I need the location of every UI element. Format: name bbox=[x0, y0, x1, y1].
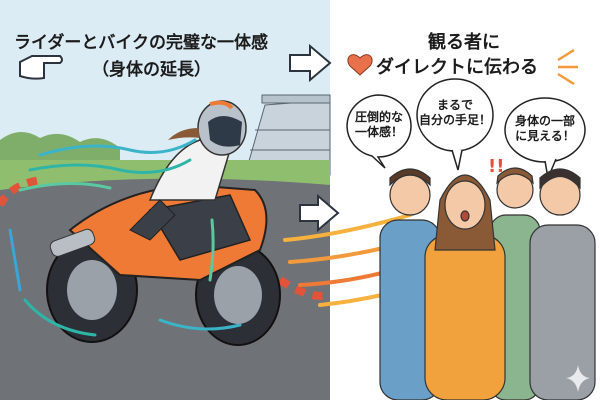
curb-right bbox=[277, 276, 331, 300]
bubble-2-line1: まるで bbox=[436, 98, 473, 112]
person-2 bbox=[424, 234, 506, 400]
exhaust bbox=[49, 228, 96, 257]
speech-bubble-1 bbox=[346, 94, 412, 169]
curb bbox=[0, 176, 41, 207]
bubble-3-line1: 身体の一部 bbox=[514, 114, 575, 128]
emanating-arrows-icon bbox=[557, 48, 578, 86]
bubble-text-2: まるで 自分の手足！ bbox=[415, 98, 495, 128]
bubble-1-line2: 一体感！ bbox=[354, 125, 403, 139]
bubble-3-line2: に見える！ bbox=[515, 129, 575, 143]
arrow-right-icon bbox=[289, 43, 332, 83]
bubble-2-line2: 自分の手足！ bbox=[418, 113, 491, 127]
arrow-right-icon-2 bbox=[299, 193, 340, 233]
heart-icon bbox=[347, 54, 373, 76]
sparkle-icon bbox=[566, 365, 590, 392]
grandstand bbox=[244, 94, 331, 176]
left-title-line1: ライダーとバイクの完璧な一体感 bbox=[14, 33, 268, 53]
right-title-line1: 観る者に bbox=[428, 32, 500, 53]
audience bbox=[379, 167, 596, 400]
bubble-text-1: 圧倒的な 一体感！ bbox=[348, 110, 410, 140]
exclamation-marks: !! bbox=[488, 156, 504, 177]
motorcycle-with-rider bbox=[46, 100, 281, 346]
person-4 bbox=[529, 224, 596, 400]
hair bbox=[168, 128, 200, 140]
left-title-line2: （身体の延長） bbox=[92, 60, 211, 80]
right-title-line2: ダイレクトに伝わる bbox=[376, 57, 538, 78]
pointing-hand-icon bbox=[19, 55, 63, 80]
bubble-text-3: 身体の一部 に見える！ bbox=[505, 114, 585, 144]
bubble-1-line1: 圧倒的な bbox=[354, 110, 403, 124]
wind-lines bbox=[8, 138, 242, 337]
